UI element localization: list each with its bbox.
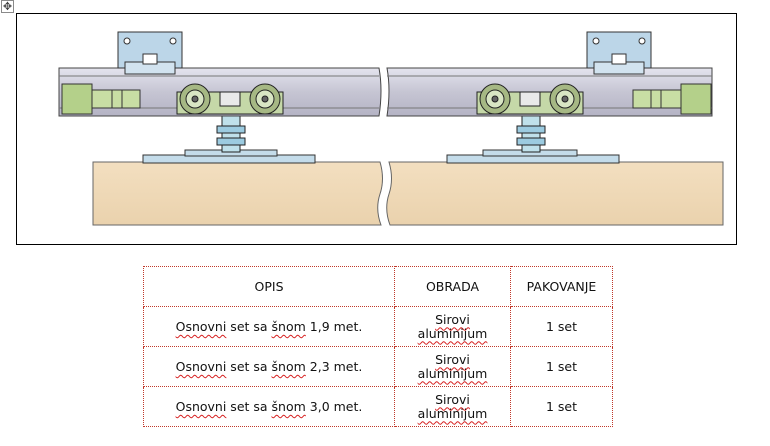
ceiling-brackets <box>117 31 652 75</box>
table-header-row: OPIS OBRADA PAKOVANJE <box>143 266 613 307</box>
table-row: Osnovni set sa šnom 1,9 met. Sirovi alum… <box>143 306 613 347</box>
hanger-bolts <box>216 115 546 153</box>
opis-text: 1,9 met. <box>305 319 363 334</box>
opis-text: 3,0 met. <box>305 399 363 414</box>
table-move-handle-icon[interactable]: ✥ <box>1 0 14 13</box>
opis-text: 2,3 met. <box>305 359 363 374</box>
opis-cell: Osnovni set sa šnom 2,3 met. <box>143 346 395 387</box>
aluminium-rail <box>58 67 713 117</box>
misspelled-word: šnom <box>271 319 306 334</box>
misspelled-word: šnom <box>271 399 306 414</box>
trolley-carriages <box>176 83 584 115</box>
header-pakovanje: PAKOVANJE <box>510 266 613 307</box>
table-row: Osnovni set sa šnom 3,0 met. Sirovi alum… <box>143 386 613 427</box>
opis-text: set sa <box>226 359 272 374</box>
pakovanje-cell: 1 set <box>510 346 613 387</box>
obrada-cell: Sirovi aluminijum <box>394 346 511 387</box>
sliding-door-hardware-illustration <box>58 31 724 226</box>
obrada-line-1: Sirovi <box>435 311 470 327</box>
obrada-line-2: aluminijum <box>417 405 488 421</box>
table-row: Osnovni set sa šnom 2,3 met. Sirovi alum… <box>143 346 613 387</box>
misspelled-word: šnom <box>271 359 306 374</box>
obrada-line-2: aluminijum <box>417 365 488 381</box>
misspelled-word: Osnovni <box>175 319 227 334</box>
end-stoppers <box>61 83 712 115</box>
product-spec-table: OPIS OBRADA PAKOVANJE Osnovni set sa šno… <box>143 266 613 427</box>
sliding-door-drawing-frame <box>16 13 737 245</box>
opis-text: set sa <box>226 319 272 334</box>
obrada-line-1: Sirovi <box>435 351 470 367</box>
door-panel <box>92 161 724 226</box>
opis-text: set sa <box>226 399 272 414</box>
obrada-line-2: aluminijum <box>417 325 488 341</box>
misspelled-word: Osnovni <box>175 399 227 414</box>
pakovanje-cell: 1 set <box>510 386 613 427</box>
obrada-cell: Sirovi aluminijum <box>394 306 511 347</box>
opis-cell: Osnovni set sa šnom 3,0 met. <box>143 386 395 427</box>
header-obrada: OBRADA <box>394 266 511 307</box>
obrada-cell: Sirovi aluminijum <box>394 386 511 427</box>
pakovanje-cell: 1 set <box>510 306 613 347</box>
mounting-plates <box>142 149 620 164</box>
header-opis: OPIS <box>143 266 395 307</box>
obrada-line-1: Sirovi <box>435 391 470 407</box>
misspelled-word: Osnovni <box>175 359 227 374</box>
opis-cell: Osnovni set sa šnom 1,9 met. <box>143 306 395 347</box>
